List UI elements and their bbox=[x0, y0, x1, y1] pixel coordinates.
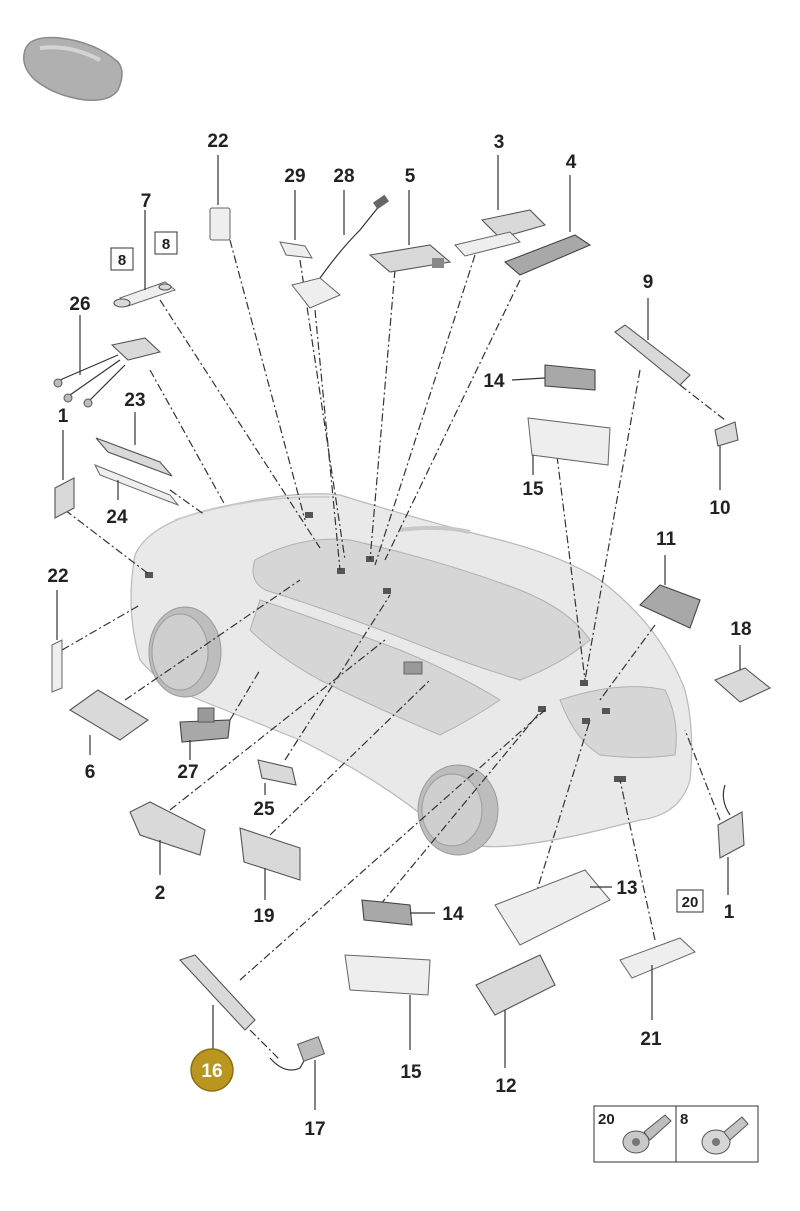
callout-19: 19 bbox=[253, 906, 274, 927]
part-25 bbox=[257, 759, 297, 786]
car-body bbox=[130, 493, 693, 856]
callout-labels: 22 29 28 5 3 4 7 8 8 26 23 1 24 22 6 27 … bbox=[47, 131, 751, 1140]
part-19 bbox=[239, 827, 301, 881]
callout-18: 18 bbox=[730, 619, 751, 640]
part-9 bbox=[614, 324, 691, 386]
part-15-bottom bbox=[344, 954, 431, 996]
part-18 bbox=[713, 667, 772, 703]
part-17 bbox=[269, 1036, 326, 1071]
screw-20-icon bbox=[622, 1114, 672, 1154]
callout-1-right: 1 bbox=[724, 902, 735, 923]
part-24 bbox=[93, 464, 180, 507]
legend-label-20: 20 bbox=[598, 1111, 615, 1128]
part-21 bbox=[619, 937, 696, 979]
callout-10: 10 bbox=[709, 498, 730, 519]
part-5 bbox=[368, 244, 452, 273]
part-15-top bbox=[527, 417, 611, 466]
callout-17: 17 bbox=[304, 1119, 325, 1140]
car-thumbnail-icon bbox=[23, 36, 123, 102]
part-11 bbox=[639, 584, 701, 629]
callout-14-bottom: 14 bbox=[442, 904, 464, 925]
callout-20: 20 bbox=[682, 894, 699, 911]
part-2 bbox=[129, 801, 206, 856]
part-22-left bbox=[51, 639, 63, 693]
part-3 bbox=[454, 209, 547, 257]
part-4 bbox=[503, 234, 592, 276]
part-13 bbox=[494, 869, 611, 946]
part-22-top bbox=[209, 207, 231, 241]
part-10 bbox=[714, 421, 739, 447]
callout-11: 11 bbox=[656, 529, 677, 550]
callout-15-bottom: 15 bbox=[400, 1062, 422, 1083]
part-27 bbox=[179, 707, 231, 743]
callout-13: 13 bbox=[616, 878, 637, 899]
callout-6: 6 bbox=[85, 762, 96, 783]
part-28 bbox=[291, 194, 390, 309]
callout-1-left: 1 bbox=[58, 406, 69, 427]
legend-label-8: 8 bbox=[680, 1111, 688, 1128]
callout-lines bbox=[56, 155, 741, 1110]
callout-7: 7 bbox=[141, 191, 152, 212]
part-16 bbox=[179, 954, 256, 1031]
part-1-left bbox=[54, 477, 75, 519]
callout-14-top: 14 bbox=[483, 371, 505, 392]
callout-8-left-box bbox=[110, 247, 134, 271]
callout-16-highlight-badge bbox=[190, 1048, 234, 1092]
callout-5: 5 bbox=[405, 166, 416, 187]
callout-20-box bbox=[676, 889, 704, 913]
part-14-bottom bbox=[361, 899, 413, 926]
part-29 bbox=[279, 241, 313, 259]
callout-26: 26 bbox=[69, 294, 90, 315]
callout-29: 29 bbox=[284, 166, 305, 187]
callout-2: 2 bbox=[155, 883, 166, 904]
screw-8-icon bbox=[701, 1116, 749, 1155]
part-6 bbox=[68, 689, 150, 741]
callout-25: 25 bbox=[253, 799, 275, 820]
part-14-top bbox=[544, 364, 596, 391]
callout-8-left: 8 bbox=[118, 252, 126, 269]
callout-27: 27 bbox=[177, 762, 198, 783]
callout-4: 4 bbox=[566, 152, 577, 173]
callout-3: 3 bbox=[494, 132, 505, 153]
callout-8-right: 8 bbox=[162, 236, 170, 253]
callout-22-top: 22 bbox=[207, 131, 228, 152]
part-26 bbox=[53, 337, 162, 408]
callout-21: 21 bbox=[640, 1029, 662, 1050]
callout-12: 12 bbox=[495, 1076, 516, 1097]
callout-22-left: 22 bbox=[47, 566, 68, 587]
callout-9: 9 bbox=[643, 272, 654, 293]
callout-28: 28 bbox=[333, 166, 354, 187]
leader-lines bbox=[61, 239, 726, 1061]
part-23 bbox=[95, 437, 173, 477]
part-1-right bbox=[717, 784, 745, 859]
callout-8-right-box bbox=[154, 231, 178, 255]
part-12 bbox=[475, 954, 556, 1016]
screw-legend: 20 8 bbox=[593, 1105, 759, 1163]
callout-15-top: 15 bbox=[522, 479, 544, 500]
callout-24: 24 bbox=[106, 507, 128, 528]
callout-16: 16 bbox=[201, 1061, 222, 1082]
part-7 bbox=[113, 281, 177, 308]
callout-23: 23 bbox=[124, 390, 145, 411]
